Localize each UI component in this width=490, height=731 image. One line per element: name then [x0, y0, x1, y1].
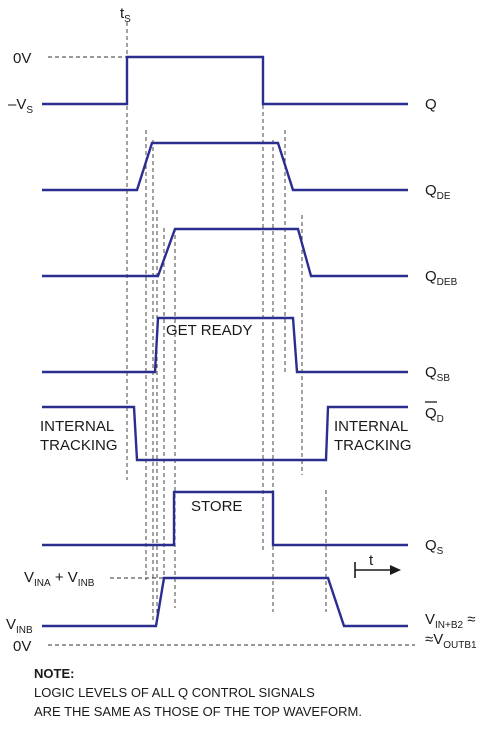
- waveform-qsb: [42, 316, 408, 374]
- annotation-store: STORE: [191, 498, 242, 515]
- waveform-vin: [42, 576, 408, 628]
- signal-label-qsb: QSB: [425, 364, 450, 384]
- level-label-zero-v-bottom: 0V: [13, 638, 31, 655]
- signal-label-qd: QD: [425, 405, 444, 425]
- waveform-qd: [42, 405, 408, 462]
- signal-label-qdeb: QDEB: [425, 268, 458, 288]
- guide-lines: [48, 22, 415, 646]
- waveform-qdeb: [42, 227, 408, 278]
- level-label-zero-v: 0V: [13, 50, 31, 67]
- annotation-get-ready: GET READY: [166, 322, 252, 339]
- note-line-1: LOGIC LEVELS OF ALL Q CONTROL SIGNALS: [34, 685, 315, 700]
- note-line-2: ARE THE SAME AS THOSE OF THE TOP WAVEFOR…: [34, 704, 362, 719]
- level-label-vinb: VINB: [6, 616, 33, 636]
- note-heading: NOTE:: [34, 666, 74, 681]
- signal-label-qde: QDE: [425, 182, 451, 202]
- waveform-qde: [42, 141, 408, 192]
- time-marker-label: tS: [120, 5, 131, 25]
- signal-label-q: Q: [425, 96, 437, 113]
- time-arrow: t: [354, 552, 401, 578]
- level-label-vina-plus-vinb: VINA + VINB: [24, 569, 95, 589]
- level-label-neg-vs: –VS: [8, 96, 33, 116]
- signal-label-qd-bar: QD: [425, 401, 444, 425]
- time-arrow-head: [390, 565, 401, 575]
- output-label-line2: ≈VOUTB1: [425, 631, 477, 651]
- waveform-qs: [42, 490, 408, 547]
- signal-label-qs: QS: [425, 537, 444, 557]
- output-label-line1: VIN+B2 ≈: [425, 611, 476, 631]
- time-arrow-label: t: [369, 552, 374, 569]
- waveform-q: [42, 55, 408, 106]
